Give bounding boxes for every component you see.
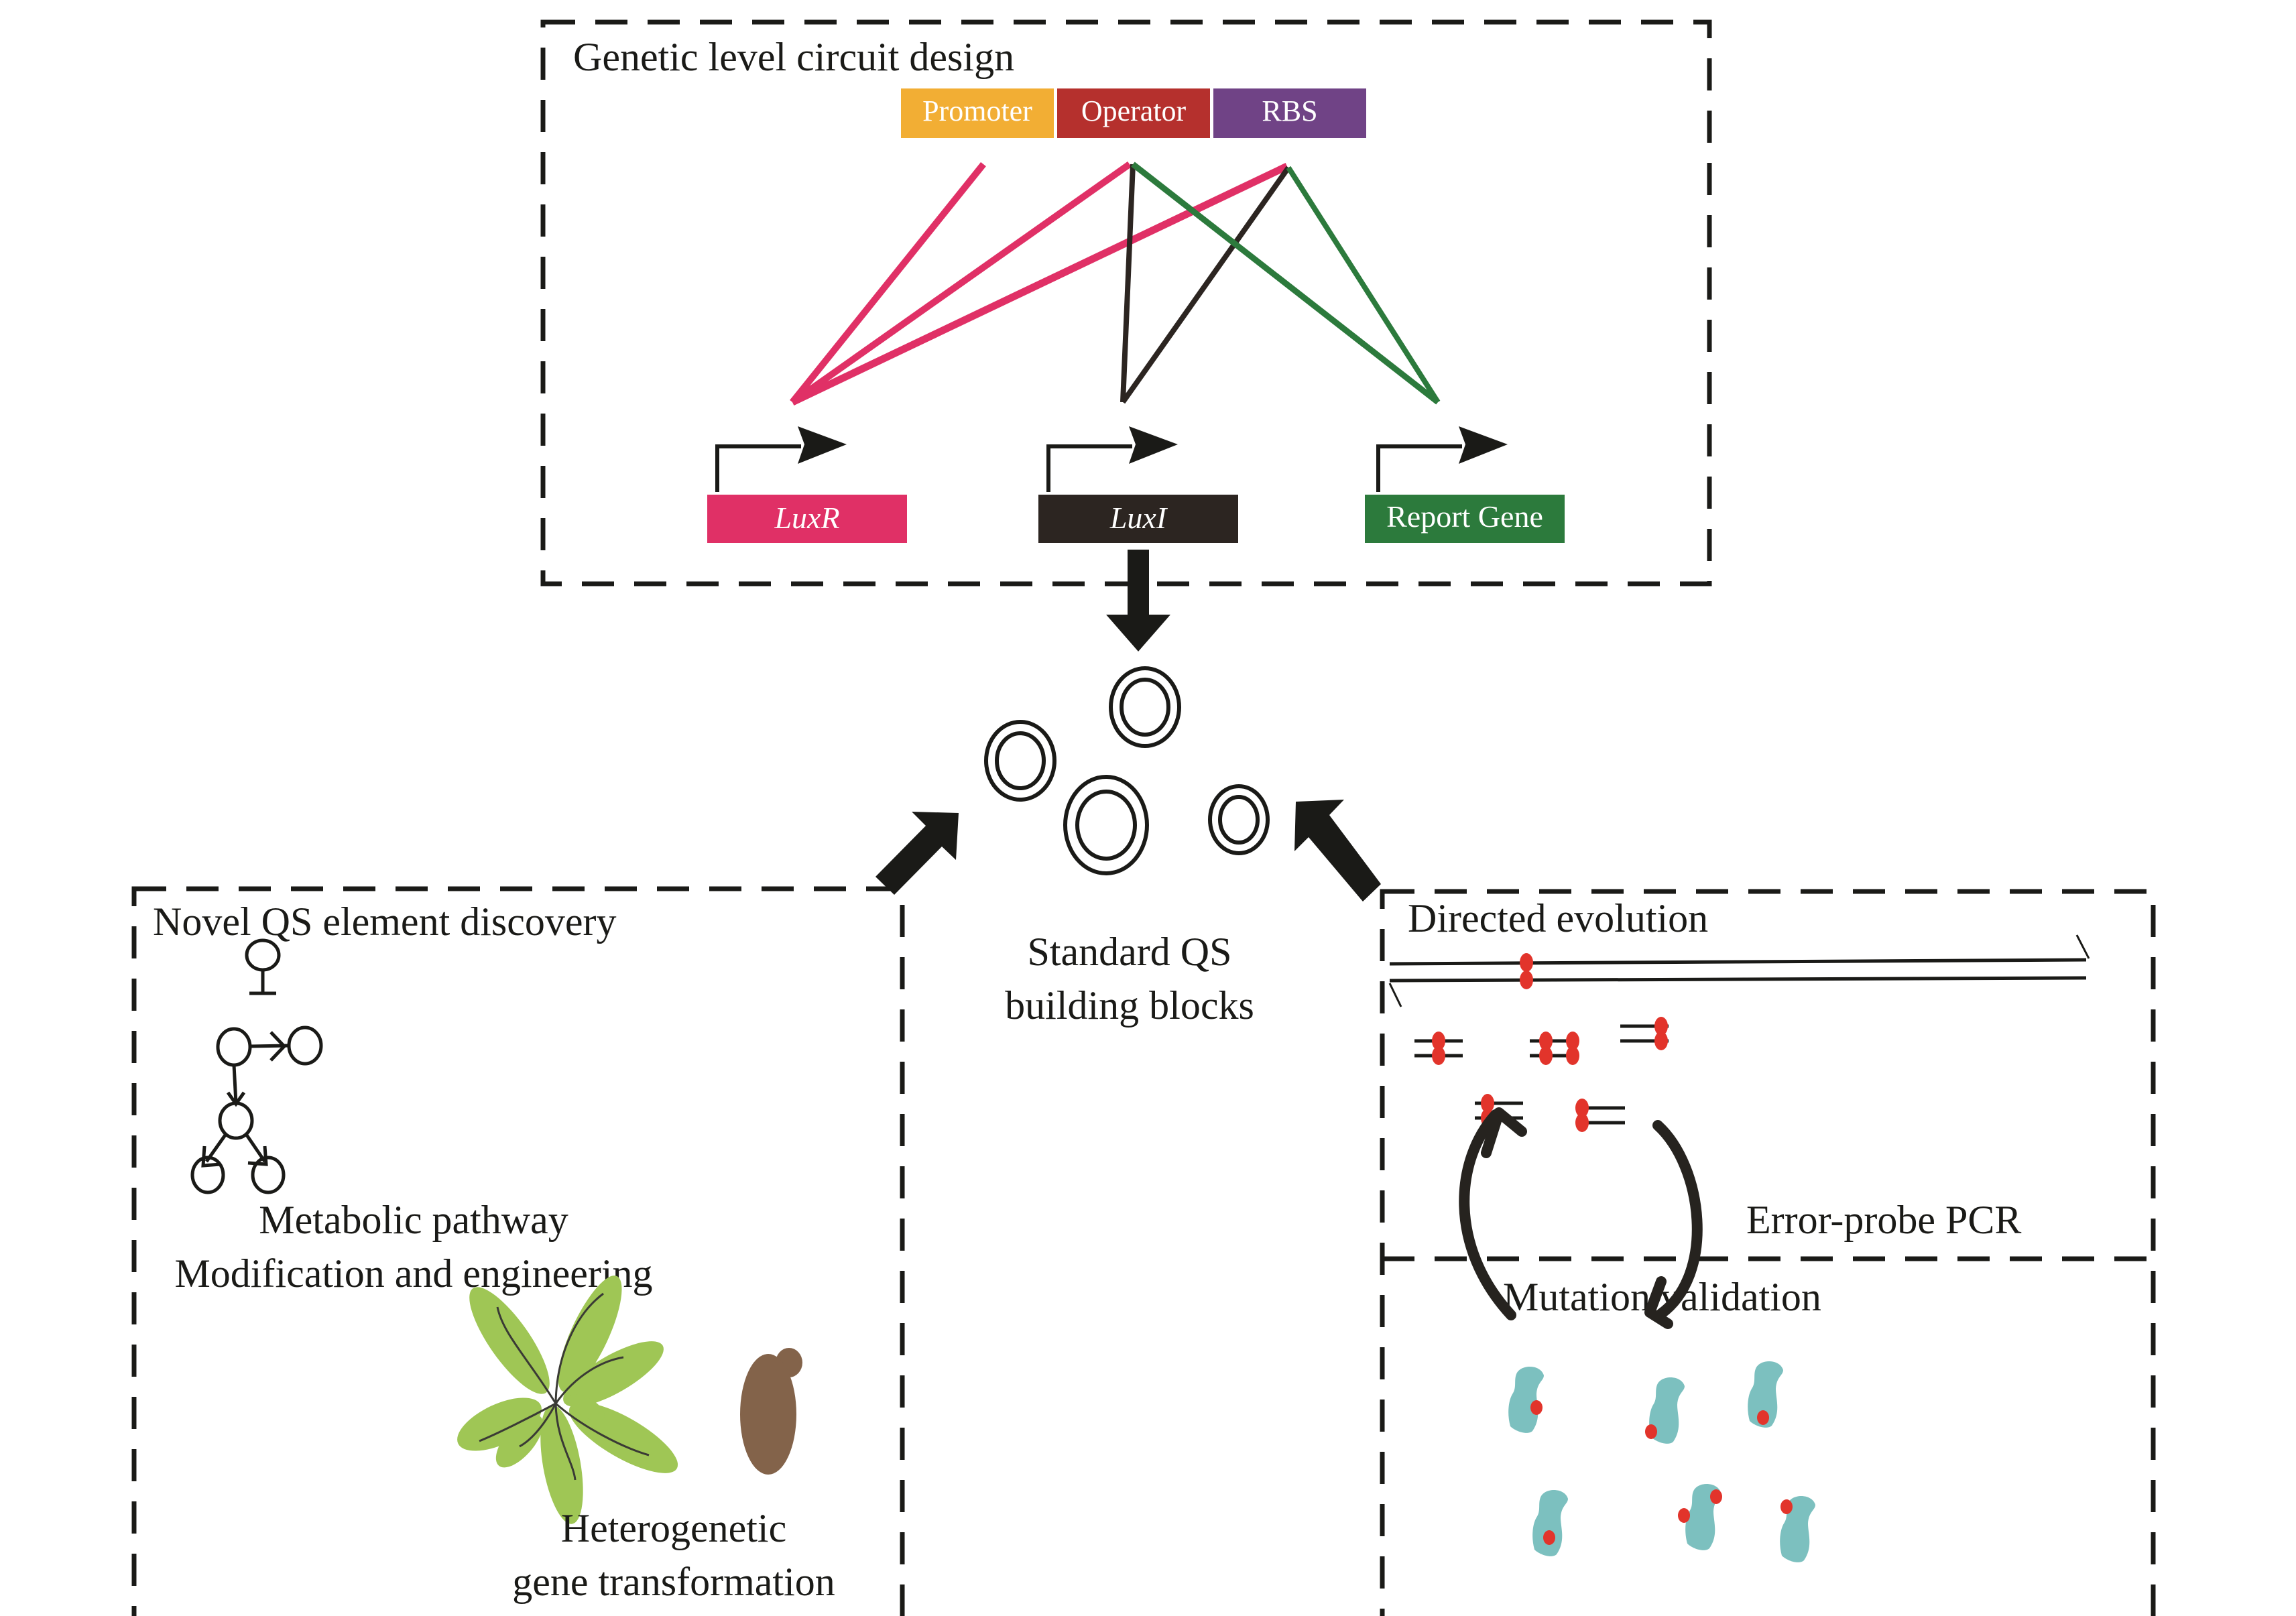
dna-fragment	[1414, 1032, 1463, 1065]
dna-fragment	[1530, 1032, 1579, 1065]
luxi-label: LuxI	[1109, 501, 1168, 535]
arrow-up-right-icon	[875, 812, 959, 895]
rbs-box	[1213, 88, 1366, 138]
panel-title: Novel QS element discovery	[153, 899, 617, 944]
link-rbs-luxr	[790, 163, 1289, 406]
bent-arrow-icon	[1046, 444, 1132, 492]
building-blocks	[984, 666, 1270, 875]
protein-icon	[1508, 1366, 1544, 1433]
pcr-label: Error-probe PCR	[1746, 1198, 2021, 1242]
plasmid-icon	[1208, 784, 1270, 855]
gene-luxr: LuxR	[707, 495, 907, 543]
gene-luxi: LuxI	[1038, 495, 1238, 543]
link-promoter-luxr	[790, 162, 986, 405]
mutation-dots	[1520, 953, 1533, 989]
luxr-label: LuxR	[774, 501, 839, 535]
panel-border	[540, 19, 1712, 586]
dna-fragment	[1575, 1099, 1625, 1132]
pathway-label-1: Metabolic pathway	[259, 1198, 568, 1242]
mutant-proteins	[1508, 1361, 1815, 1562]
arrowhead-icon	[798, 426, 847, 464]
directed-evolution-panel: Directed evolution	[1380, 889, 2156, 1616]
dna-fragment	[1620, 1017, 1669, 1050]
bent-arrow-icon	[1376, 444, 1462, 492]
pathway-label-2: Modification and engineering	[174, 1251, 652, 1296]
protein-icon	[1532, 1489, 1568, 1556]
gene-report: Report Gene	[1365, 495, 1565, 543]
connection-lines	[790, 161, 1441, 406]
report-label: Report Gene	[1386, 499, 1543, 534]
link-operator-luxi	[1120, 164, 1136, 403]
link-rbs-report	[1286, 166, 1441, 404]
arrowhead-icon	[1459, 426, 1508, 464]
luxr-box	[707, 495, 907, 543]
dna-template	[1388, 934, 2090, 1007]
promoter-arrow-luxr	[715, 426, 847, 492]
down-arrow-icon	[1106, 550, 1170, 651]
link-rbs-luxi	[1120, 166, 1291, 404]
genetic-circuit-panel: Genetic level circuit design Promoter Op…	[540, 19, 1712, 586]
panel-title: Directed evolution	[1408, 896, 1708, 940]
panel-border	[1380, 889, 2156, 1616]
protein-icon	[1645, 1377, 1685, 1444]
transform-label-2: gene transformation	[512, 1560, 835, 1604]
panel-title: Genetic level circuit design	[573, 35, 1014, 79]
operator-label: Operator	[1081, 95, 1187, 127]
promoter-label: Promoter	[922, 95, 1032, 127]
cycle-arrow-up-icon	[1459, 1107, 1527, 1320]
part-promoter: Promoter	[901, 88, 1054, 138]
bent-arrow-icon	[715, 444, 801, 492]
plant-icon	[457, 1276, 678, 1524]
pcr-fragments	[1414, 1017, 1669, 1132]
promoter-arrow-luxi	[1046, 426, 1178, 492]
link-operator-luxr	[790, 161, 1132, 406]
arrowhead-icon	[1129, 426, 1178, 464]
promoter-arrow-report	[1376, 426, 1508, 492]
arrow-up-left-icon	[1294, 800, 1381, 902]
rbs-label: RBS	[1262, 95, 1317, 127]
building-blocks-label-1: Standard QS	[1028, 930, 1232, 974]
link-operator-report	[1131, 162, 1440, 405]
part-operator: Operator	[1057, 88, 1210, 138]
luxi-box	[1038, 495, 1238, 543]
cycle-arrow-down-icon	[1644, 1120, 1703, 1329]
plasmid-icon	[1109, 666, 1181, 748]
novel-qs-panel: Novel QS element discovery Metabolic pat…	[131, 886, 905, 1616]
part-rbs: RBS	[1213, 88, 1366, 138]
building-blocks-label-2: building blocks	[1005, 983, 1254, 1028]
operator-box	[1057, 88, 1210, 138]
promoter-box	[901, 88, 1054, 138]
protein-icon	[1748, 1361, 1783, 1428]
plasmid-icon	[984, 720, 1056, 802]
plasmid-icon	[1063, 775, 1149, 875]
panel-border	[131, 886, 905, 1616]
transform-label-1: Heterogenetic	[561, 1506, 786, 1550]
protein-icon	[1678, 1483, 1722, 1550]
report-box	[1365, 495, 1565, 543]
metabolic-network-icon	[190, 938, 323, 1194]
protein-icon	[1780, 1495, 1815, 1562]
yeast-icon	[740, 1348, 802, 1475]
